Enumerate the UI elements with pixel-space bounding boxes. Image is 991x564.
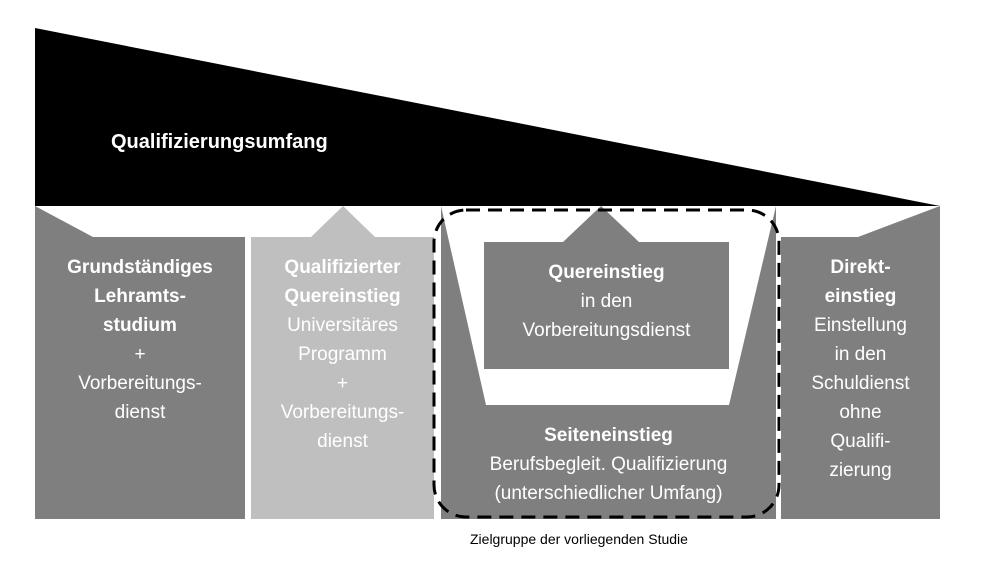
grundstaendig-line-1: Vorbereitungs-	[78, 373, 202, 394]
direkteinstieg-line-4: ohne	[839, 402, 882, 423]
qualifiziert-text: Qualifizierter Quereinstieg Universitäre…	[251, 253, 434, 456]
box-qualifizierter-quereinstieg	[251, 206, 434, 519]
wedge-label: Qualifizierungsumfang	[111, 131, 328, 153]
direkteinstieg-title-1: Direkt-	[830, 257, 891, 278]
quereinstieg-vd-line-1: in den	[580, 291, 633, 312]
qualifiziert-plus: +	[336, 373, 349, 394]
quereinstieg-vd-line-2: Vorbereitungsdienst	[522, 320, 691, 341]
direkteinstieg-line-1: Einstellung	[814, 315, 907, 336]
seiteneinstieg-text: Seiteneinstieg Berufsbegleit. Qualifizie…	[441, 421, 776, 508]
box-grundstaendig	[35, 206, 245, 519]
grundstaendig-title-3: studium	[103, 315, 177, 336]
qualifiziert-line-4: dienst	[317, 431, 368, 452]
grundstaendig-plus: +	[134, 344, 146, 365]
grundstaendig-title-1: Grundständiges	[67, 257, 213, 278]
qualifiziert-title-1: Qualifizierter	[284, 257, 401, 278]
direkteinstieg-line-5: Qualifi-	[830, 431, 891, 452]
seiteneinstieg-line-2: (unterschiedlicher Umfang)	[494, 483, 723, 504]
grundstaendig-text: Grundständiges Lehramts- studium + Vorbe…	[35, 253, 245, 427]
box-seiteneinstieg	[441, 206, 776, 519]
qualification-wedge	[35, 28, 940, 206]
qualifiziert-title-2: Quereinstieg	[284, 286, 401, 307]
seiteneinstieg-title: Seiteneinstieg	[544, 425, 673, 446]
box-direkteinstieg	[781, 206, 940, 519]
target-group-outline	[432, 208, 781, 519]
target-group-caption: Zielgruppe der vorliegenden Studie	[470, 531, 688, 547]
direkteinstieg-title-2: einstieg	[824, 286, 897, 307]
direkteinstieg-text: Direkt- einstieg Einstellung in den Schu…	[781, 253, 940, 485]
grundstaendig-line-2: dienst	[114, 402, 166, 423]
quereinstieg-vd-title: Quereinstieg	[548, 262, 665, 283]
grundstaendig-title-2: Lehramts-	[94, 286, 186, 307]
direkteinstieg-line-3: Schuldienst	[811, 373, 910, 394]
qualifiziert-line-3: Vorbereitungs-	[280, 402, 405, 423]
qualifiziert-line-1: Universitäres	[287, 315, 398, 336]
seiteneinstieg-line-1: Berufsbegleit. Qualifizierung	[489, 454, 728, 475]
box-quereinstieg-vorbereitungsdienst	[484, 206, 729, 369]
direkteinstieg-line-2: in den	[834, 344, 887, 365]
qualifiziert-line-2: Programm	[298, 344, 387, 365]
direkteinstieg-line-6: zierung	[829, 460, 892, 481]
quereinstieg-vd-text: Quereinstieg in den Vorbereitungsdienst	[484, 258, 729, 345]
